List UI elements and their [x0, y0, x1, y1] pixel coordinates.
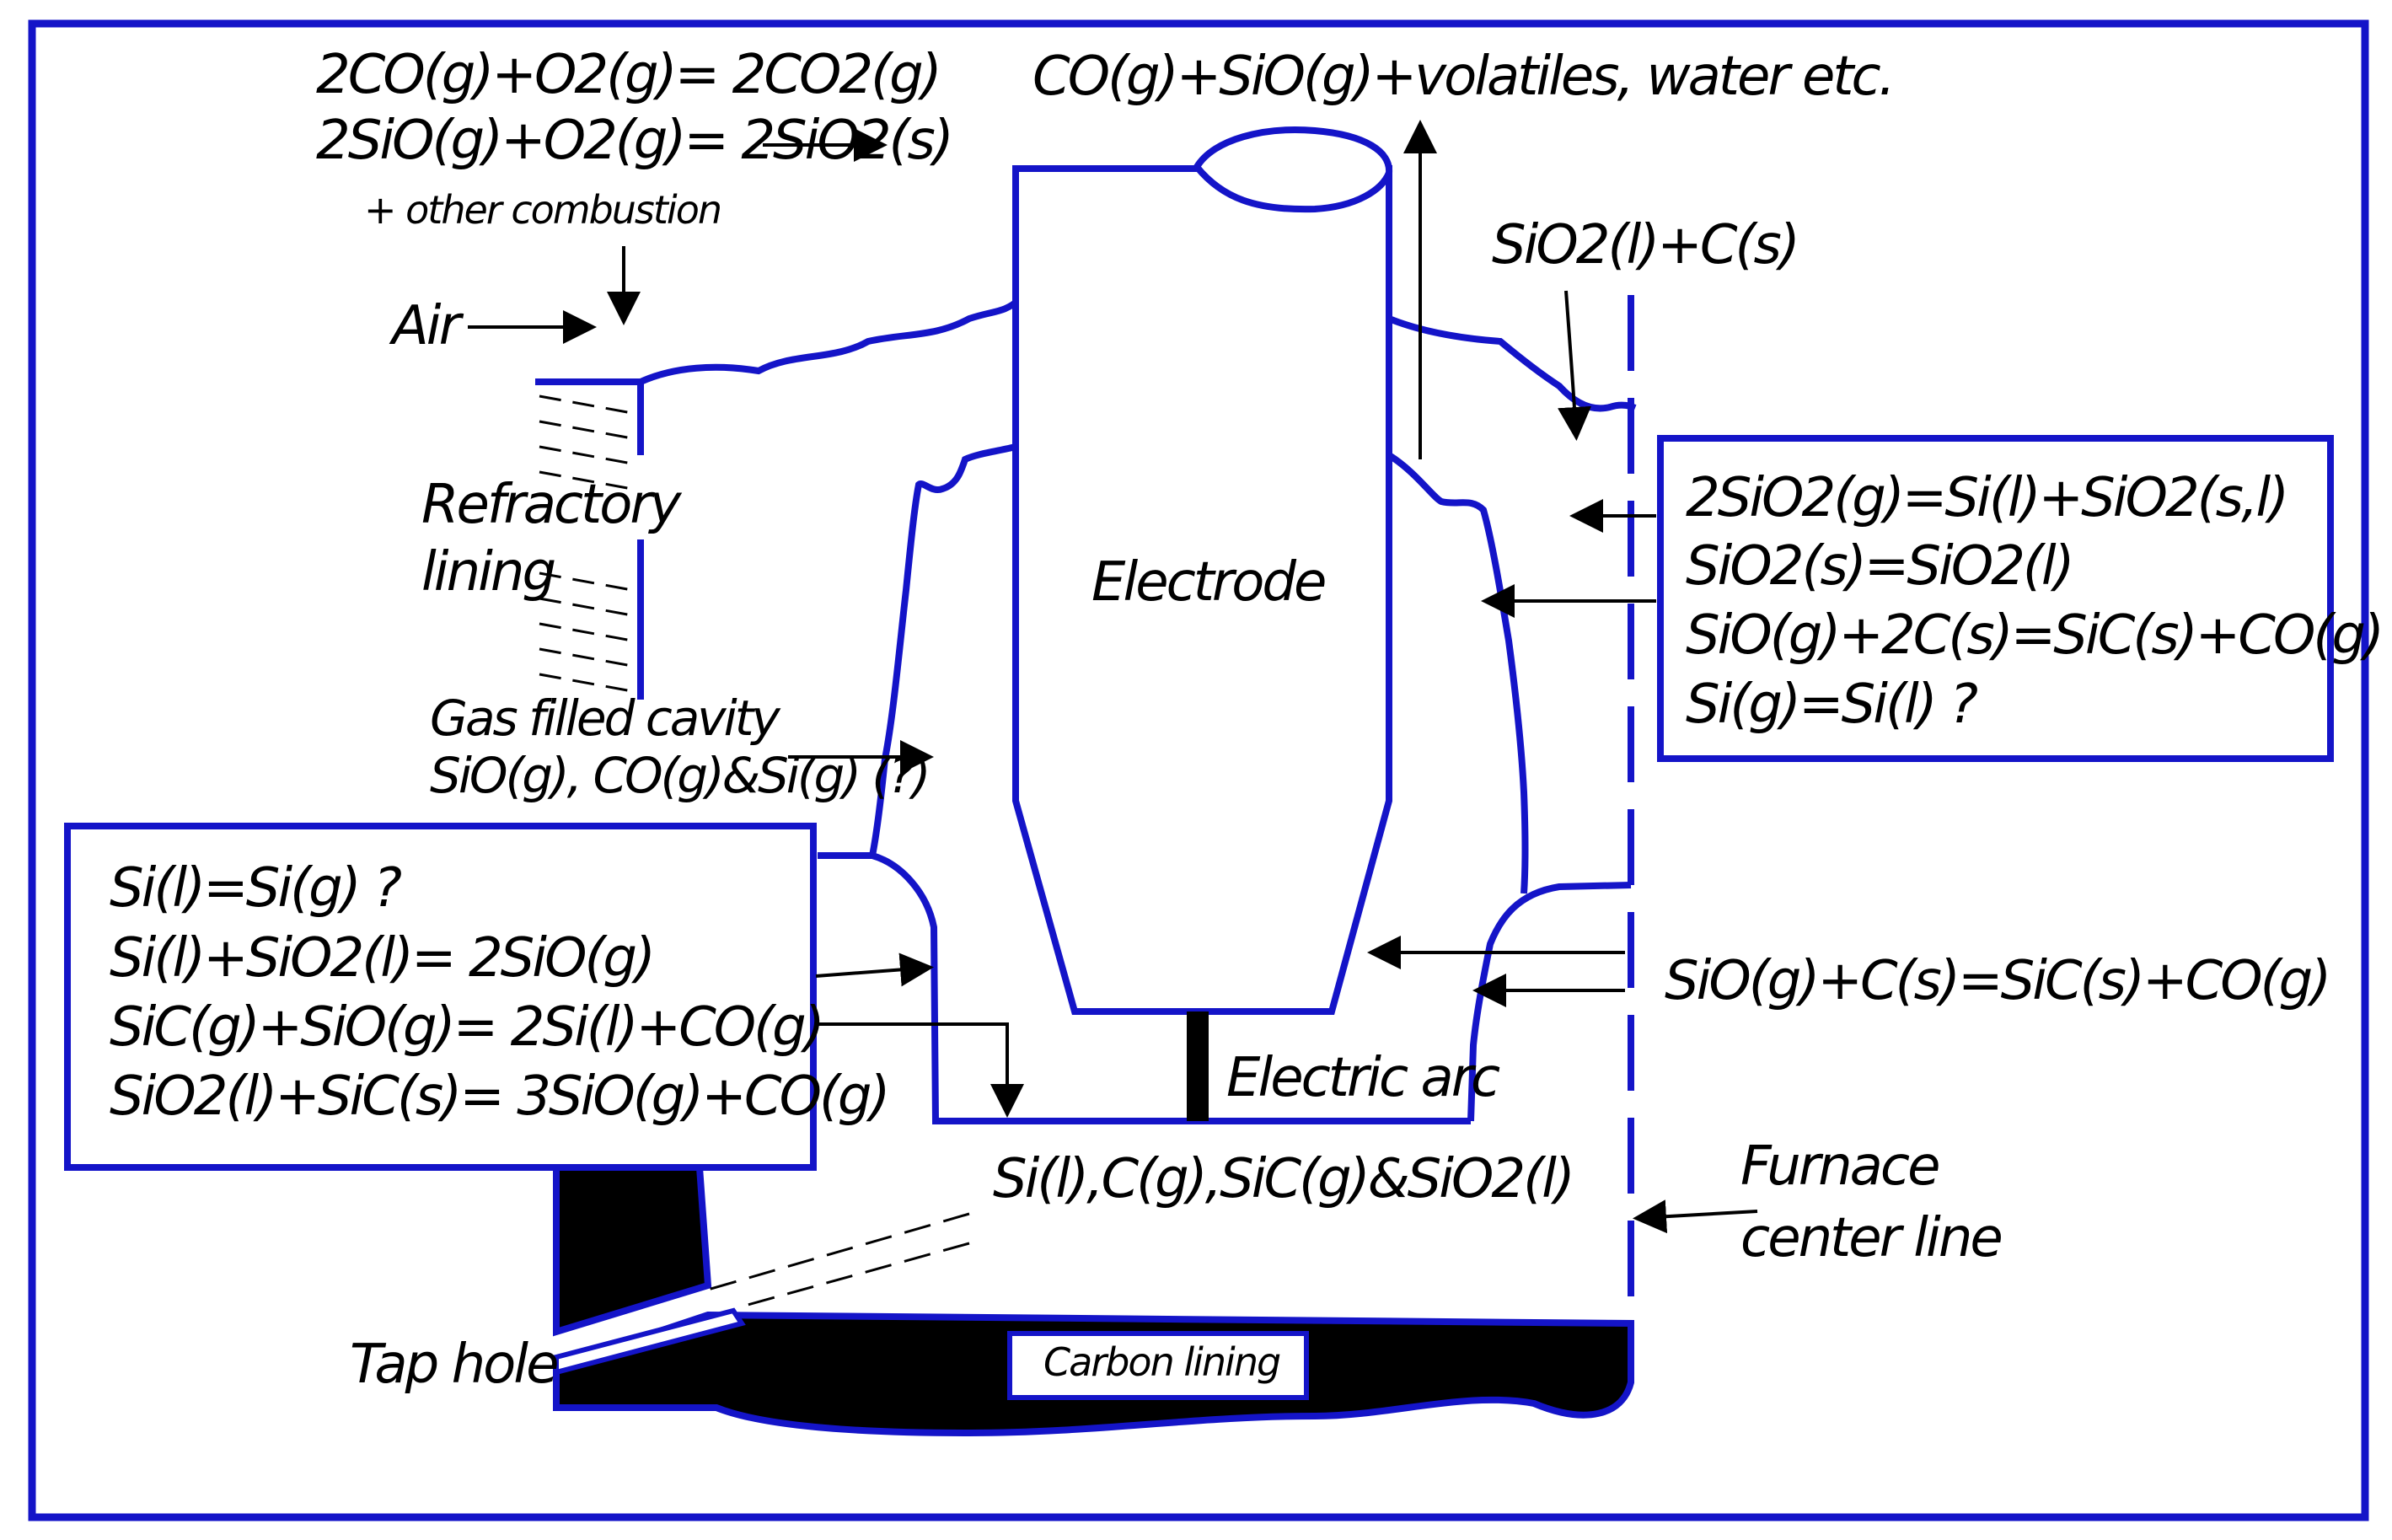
right-lower-reaction-label: SiO(g)+C(s)=SiC(s)+CO(g) [1665, 950, 2329, 1012]
charge-surface-left [535, 296, 1022, 385]
right-box-line-3: SiO(g)+2C(s)=SiC(s)+CO(g) [1686, 604, 2382, 667]
left-box-line-2: Si(l)+SiO2(l)= 2SiO(g) [110, 927, 653, 990]
gas-cavity-label-1: Gas filled cavity [430, 690, 780, 747]
arrow-center-line [1633, 1199, 1758, 1234]
other-combustion-label: + other combustion [364, 187, 721, 233]
carbon-lining-box [1007, 1331, 1309, 1400]
furnace-center-label-1: Furnace [1740, 1135, 1939, 1198]
charge-surface-right [1387, 315, 1637, 412]
right-box-line-1: 2SiO2(g)=Si(l)+SiO2(s,l) [1686, 467, 2287, 529]
arrow-charge-down [1558, 290, 1591, 441]
right-box-line-4: Si(g)=Si(l) ? [1686, 673, 1977, 736]
refractory-label-1: Refractory [421, 474, 683, 536]
tap-block [553, 1164, 712, 1337]
carbon-lining-label: Carbon lining [1043, 1339, 1280, 1385]
tap-hole-label: Tap hole [350, 1333, 557, 1396]
left-reaction-box [64, 823, 817, 1171]
furnace-center-label-2: center line [1740, 1207, 2001, 1269]
right-box-line-2: SiO2(s)=SiO2(l) [1686, 535, 2073, 598]
crater-right [1467, 882, 1632, 1122]
electrode-label: Electrode [1091, 551, 1325, 614]
left-box-line-4: SiO2(l)+SiC(s)= 3SiO(g)+CO(g) [110, 1065, 888, 1128]
tap-hole-channel [554, 1307, 746, 1376]
left-box-line-1: Si(l)=Si(g) ? [110, 857, 401, 920]
top-right-charge-label: SiO2(l)+C(s) [1492, 214, 1798, 276]
left-box-line-3: SiC(g)+SiO(g)= 2Si(l)+CO(g) [110, 996, 823, 1059]
gas-cavity-label-2: SiO(g), CO(g)&Si(g) (?) [430, 747, 928, 804]
crater-left [818, 852, 1471, 1124]
refractory-label-2: lining [421, 541, 555, 604]
bottom-products-label: Si(l),C(g),SiC(g)&SiO2(l) [993, 1148, 1573, 1210]
top-left-reaction-2: 2SiO(g)+O2(g)= 2SiO2(s) [316, 110, 952, 172]
arrow-left-box-2 [816, 1022, 1024, 1118]
air-label: Air [389, 295, 464, 357]
right-reaction-box [1657, 435, 2334, 762]
electrode-top-ellipse [1193, 126, 1393, 213]
refractory-hatching [539, 394, 633, 693]
electric-arc-label: Electric arc [1226, 1047, 1500, 1109]
top-gases-label: CO(g)+SiO(g)+volatiles, water etc. [1032, 46, 1893, 108]
outer-frame [28, 19, 2369, 1521]
electric-arc [1187, 1011, 1209, 1121]
cavity-wall-right [1386, 452, 1529, 894]
cavity-wall-left [869, 443, 1016, 856]
top-left-reaction-1: 2CO(g)+O2(g)= 2CO2(g) [316, 44, 940, 106]
tap-flow-lines [707, 1212, 970, 1308]
arrow-left-box-1 [815, 952, 934, 987]
